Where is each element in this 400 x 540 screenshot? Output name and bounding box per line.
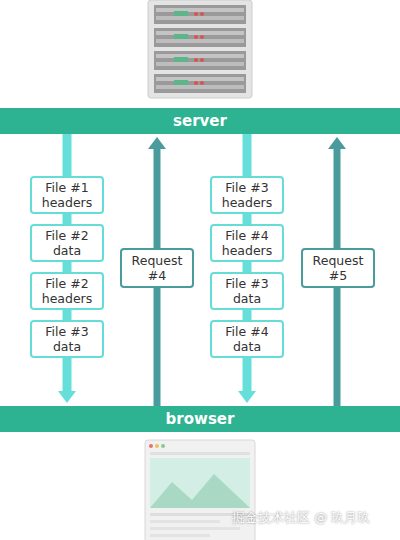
node-text: File #3 data [38, 324, 96, 354]
server-rack [148, 0, 252, 98]
text-wrap: browser [166, 410, 235, 428]
text-wrap: File #1 headers [38, 180, 96, 210]
response-frame: File #3 headers [210, 176, 284, 214]
text-wrap: File #2 headers [38, 276, 96, 306]
text-wrap: File #3 data [218, 276, 276, 306]
node-text: File #3 data [218, 276, 276, 306]
text-wrap: Request #5 [309, 253, 367, 283]
response-frame: File #4 data [210, 320, 284, 358]
node-text: Request #4 [128, 253, 186, 283]
arrow-head [328, 137, 346, 149]
text-wrap: File #4 headers [218, 228, 276, 258]
node-text: server [173, 112, 227, 130]
node-text: File #4 data [218, 324, 276, 354]
flow-arrow [238, 134, 256, 403]
response-frame: File #1 headers [30, 176, 104, 214]
arrow-head [58, 391, 76, 403]
watermark: 掘金技术社区 @ 玖月玖 [232, 509, 370, 527]
server-band: server [0, 108, 400, 134]
node-text: File #3 headers [218, 180, 276, 210]
node-text: Request #5 [309, 253, 367, 283]
request-box: Request #5 [301, 248, 375, 288]
response-frame: File #3 data [210, 272, 284, 310]
arrow-head [238, 391, 256, 403]
text-wrap: server [173, 112, 227, 130]
response-frame: File #3 data [30, 320, 104, 358]
text-wrap: Request #4 [128, 253, 186, 283]
browser-band: browser [0, 406, 400, 432]
node-text: browser [166, 410, 235, 428]
arrow-head [148, 137, 166, 149]
text-wrap: File #3 data [38, 324, 96, 354]
response-frame: File #4 headers [210, 224, 284, 262]
response-frame: File #2 headers [30, 272, 104, 310]
text-wrap: File #2 data [38, 228, 96, 258]
response-frame: File #2 data [30, 224, 104, 262]
node-text: File #2 headers [38, 276, 96, 306]
text-wrap: File #3 headers [218, 180, 276, 210]
node-text: File #2 data [38, 228, 96, 258]
flow-arrow [58, 134, 76, 403]
request-box: Request #4 [120, 248, 194, 288]
text-wrap: File #4 data [218, 324, 276, 354]
node-text: File #4 headers [218, 228, 276, 258]
node-text: File #1 headers [38, 180, 96, 210]
